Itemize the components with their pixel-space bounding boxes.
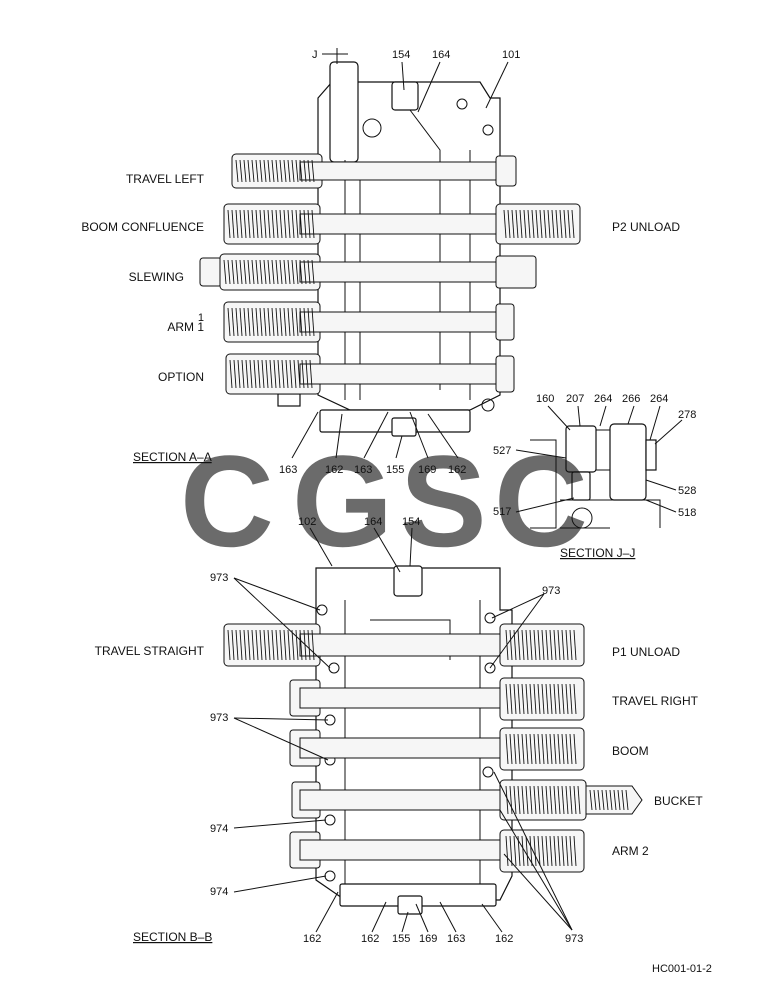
part-154-top: 154 [392,49,410,61]
label-slewing: SLEWING [129,270,184,284]
part-aa-169: 169 [418,464,436,476]
cgsc-watermark: C G S C [180,428,588,574]
part-jj-528: 528 [678,485,696,497]
label-arm1: ARM 1 [167,320,204,334]
part-bb-973-r1: 973 [542,585,560,597]
label-option: OPTION [158,370,204,384]
label-p1-unload: P1 UNLOAD [612,645,680,659]
part-jj-264b: 264 [650,393,668,405]
part-bb-973-l1: 973 [210,572,228,584]
watermark-letter-c2: C [494,428,588,574]
part-bb-162b: 162 [361,933,379,945]
part-jj-518: 518 [678,507,696,519]
part-aa-163a: 163 [279,464,297,476]
part-bb-162c: 162 [495,933,513,945]
part-102: 102 [298,516,316,528]
part-numbers: 154 164 101 163 162 163 155 169 162 160 … [210,49,696,945]
part-154-bb: 154 [402,516,420,528]
part-bb-974-l1: 974 [210,823,228,835]
part-bb-973-l2: 973 [210,712,228,724]
part-aa-155: 155 [386,464,404,476]
part-101: 101 [502,49,520,61]
upper-spool-option [225,353,515,395]
label-boom-confluence: BOOM CONFLUENCE [81,220,204,234]
upper-spool-slewing [199,253,537,291]
section-jj-detail [530,423,661,529]
part-jj-517: 517 [493,506,511,518]
part-bb-973-r2: 973 [565,933,583,945]
part-164-bb: 164 [364,516,382,528]
lower-spool-arm2 [289,829,585,873]
label-travel-right: TRAVEL RIGHT [612,694,699,708]
part-bb-155: 155 [392,933,410,945]
section-titles: SECTION A–A SECTION J–J SECTION B–B J [133,49,635,944]
part-aa-162a: 162 [325,464,343,476]
part-bb-974-l2: 974 [210,886,228,898]
label-arm2: ARM 2 [612,844,649,858]
section-j-marker: J [312,49,318,61]
part-jj-207: 207 [566,393,584,405]
label-travel-straight: TRAVEL STRAIGHT [95,644,205,658]
part-bb-163: 163 [447,933,465,945]
function-labels: TRAVEL LEFT BOOM CONFLUENCE SLEWING 1 AR… [81,172,703,858]
part-jj-160: 160 [536,393,554,405]
part-aa-163b: 163 [354,464,372,476]
label-bucket: BUCKET [654,794,703,808]
drawing-number: HC001-01-2 [652,963,712,975]
part-164-top: 164 [432,49,450,61]
watermark-letter-g: G [292,428,393,574]
label-travel-left: TRAVEL LEFT [126,172,205,186]
label-p2-unload: P2 UNLOAD [612,220,680,234]
part-aa-162b: 162 [448,464,466,476]
lower-spool-travel-right [289,677,585,721]
part-jj-264a: 264 [594,393,612,405]
section-bb-title: SECTION B–B [133,930,212,944]
part-jj-527: 527 [493,445,511,457]
part-bb-162a: 162 [303,933,321,945]
leader-lines [233,48,683,933]
lower-spool-bucket [291,779,643,821]
part-jj-278: 278 [678,409,696,421]
part-jj-266: 266 [622,393,640,405]
label-boom: BOOM [612,744,649,758]
spring-coils [223,159,629,867]
lower-spool-boom [289,727,585,771]
section-aa-title: SECTION A–A [133,450,212,464]
watermark-letter-s: S [400,428,487,574]
label-arm1-superscript: 1 [198,312,204,324]
part-bb-169: 169 [419,933,437,945]
watermark-letter-c1: C [180,428,274,574]
section-jj-title: SECTION J–J [560,546,635,560]
